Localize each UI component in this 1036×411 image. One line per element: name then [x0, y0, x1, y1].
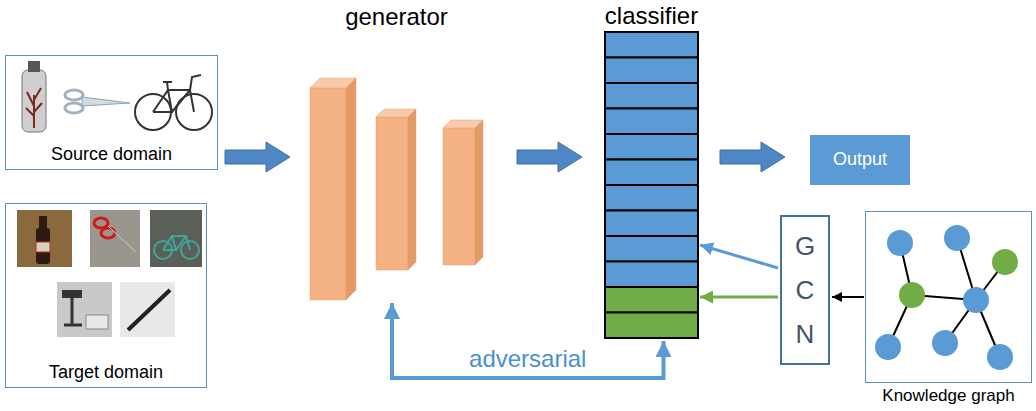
photo-ground: [120, 282, 175, 337]
photo-ground: [17, 210, 72, 267]
layer-front: [376, 117, 408, 270]
new-class-cell: [605, 287, 698, 313]
graph-input-arrow: [832, 296, 864, 298]
panel-caption: Target domain: [49, 362, 163, 384]
flow-arrow: [720, 142, 785, 172]
new-class-cell: [605, 313, 698, 339]
layer-side: [408, 109, 416, 270]
photo-scissors-handle: [101, 228, 115, 238]
photo-ground: [57, 282, 112, 337]
bike-picture: [135, 75, 212, 130]
scissors-handle: [65, 90, 83, 100]
photo-lamp: [62, 290, 82, 298]
target-domain-panel: Target domain: [5, 203, 207, 388]
photo-scissors-blade: [108, 226, 136, 252]
layer-side: [346, 78, 356, 300]
photo-scissors-handle: [94, 218, 108, 228]
box-label: GCN: [792, 224, 818, 357]
desk-photo: [57, 282, 112, 337]
classifier-layer: classifier: [605, 32, 698, 338]
knowledge-graph-panel: Knowledge graph: [865, 211, 1032, 383]
class-cell: [605, 83, 698, 109]
graph-vertex: [875, 334, 901, 360]
class-cell: [605, 160, 698, 186]
bottle-photo: [17, 210, 72, 267]
panel-caption: Knowledge graph: [882, 386, 1014, 406]
photo-bottle: [36, 228, 50, 264]
scissors-photo: [90, 210, 140, 267]
weight-arrow: [700, 296, 778, 299]
pen-photo: [120, 282, 175, 337]
class-cell: [605, 262, 698, 288]
graph-vertex: [963, 287, 989, 313]
class-cell: [605, 236, 698, 262]
connector-label: adversarial: [469, 345, 586, 374]
photo-bottle-label: [36, 242, 50, 252]
bottle-tree-print: [26, 88, 42, 128]
scissors-handle: [65, 103, 83, 113]
photo-pen: [128, 290, 170, 330]
class-cell: [605, 211, 698, 237]
layer-front: [443, 128, 475, 265]
graph-vertex: [887, 230, 913, 256]
bottle-body: [22, 70, 46, 132]
network-heading: generator: [345, 3, 448, 32]
class-cell: [605, 109, 698, 135]
weight-arrow: [700, 245, 778, 268]
output-box: Output: [810, 135, 910, 185]
bike-frame: [153, 75, 201, 112]
photo-lamp-stand: [64, 298, 82, 325]
class-cell: [605, 134, 698, 160]
class-cell: [605, 32, 698, 58]
bike-photo: [150, 210, 202, 267]
class-cell: [605, 185, 698, 211]
photo-bike-frame: [163, 236, 190, 250]
network-heading: classifier: [605, 2, 698, 31]
edge-label-holder: adversarial: [469, 345, 586, 374]
class-cell: [605, 58, 698, 84]
adversarial-connector: [392, 303, 664, 378]
graph-vertex: [992, 249, 1018, 275]
scissors-picture: [65, 90, 130, 113]
layer-front: [310, 88, 346, 300]
generator-blocks: [310, 78, 483, 300]
panel-caption: Source domain: [51, 144, 172, 166]
flow-arrow: [225, 142, 290, 172]
bottle-picture: [22, 61, 46, 132]
layer-side: [475, 120, 483, 265]
source-domain-panel: Source domain: [5, 55, 218, 170]
bottle-cap: [28, 61, 40, 72]
knowledge-graph-picture: [875, 225, 1018, 370]
graph-vertex: [899, 282, 925, 308]
photo-ground: [90, 210, 140, 267]
generator-network: generator: [310, 78, 483, 300]
scissors-blade: [82, 97, 130, 106]
photo-bottle-neck: [39, 216, 47, 230]
photo-ground: [150, 210, 202, 267]
graph-vertex: [987, 344, 1013, 370]
graph-vertex: [944, 225, 970, 251]
flow-arrow: [517, 142, 582, 172]
graph-vertex: [932, 330, 958, 356]
classifier-cells: [605, 32, 698, 338]
gcn-box: GCN: [780, 215, 830, 365]
box-label: Output: [833, 149, 887, 171]
photo-paper: [86, 315, 108, 329]
